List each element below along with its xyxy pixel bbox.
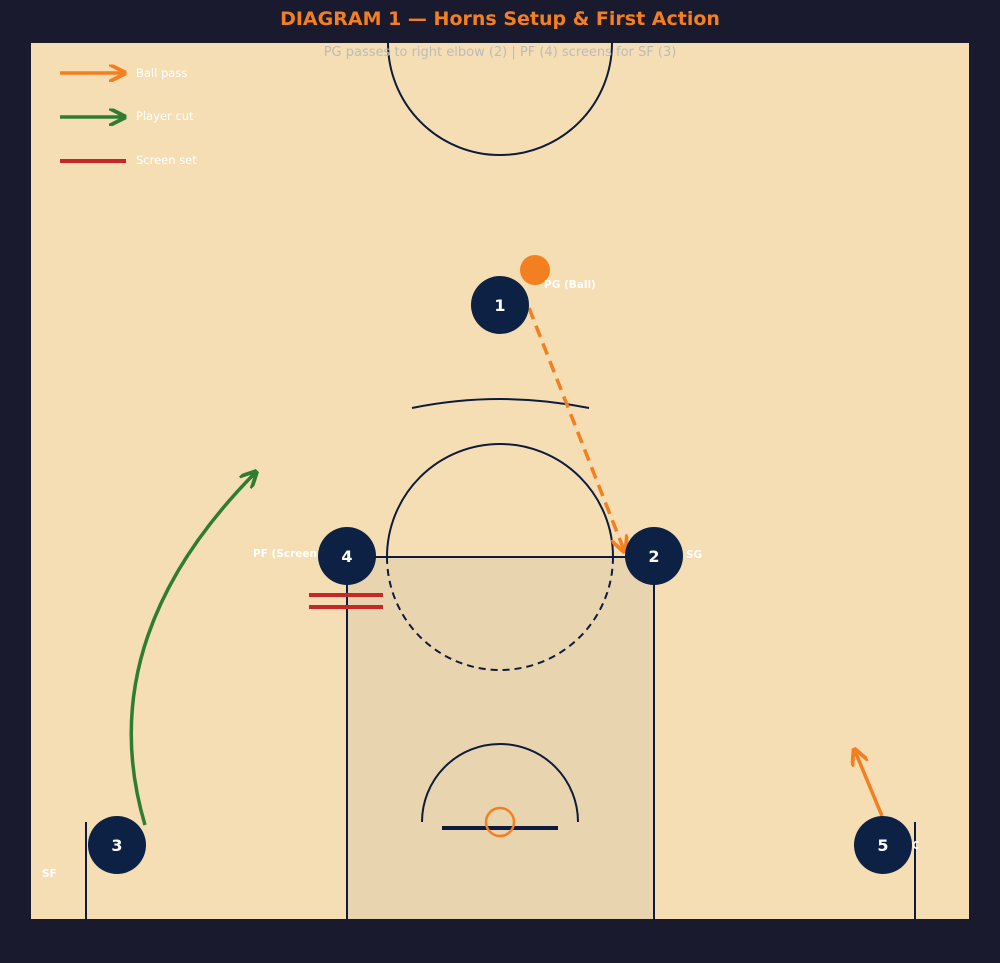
player-2-number: 2 — [648, 547, 659, 566]
paint-area — [347, 557, 654, 919]
player-5-token[interactable] — [854, 816, 912, 874]
player-3-label: SF — [42, 868, 57, 880]
player-1-token[interactable] — [471, 276, 529, 334]
legend-screen-label: Screen set — [136, 153, 197, 167]
legend-pass-label: Ball pass — [136, 66, 187, 80]
diagram-subtitle: PG passes to right elbow (2) | PF (4) sc… — [324, 45, 677, 60]
player-5-label: C — [912, 840, 920, 852]
ball — [520, 255, 550, 285]
player-3-token[interactable] — [88, 816, 146, 874]
hoop — [484, 806, 516, 838]
player-4-label: PF (Screen) — [253, 548, 322, 560]
free-throw-circle-bottom — [386, 556, 614, 671]
player-5[interactable]: C 5 — [854, 816, 920, 874]
player-5-number: 5 — [877, 836, 888, 855]
pass-arrow-1-to-2 — [527, 307, 624, 550]
restricted-area-arc — [421, 743, 579, 823]
player-4[interactable]: PF (Screen) 4 — [253, 527, 376, 585]
center-circle — [387, 42, 613, 156]
free-throw-circle-top — [386, 443, 614, 558]
player-2-token[interactable] — [625, 527, 683, 585]
player-1-number: 1 — [494, 296, 505, 315]
screen-marker-4 — [309, 593, 383, 609]
cut-arrow-3 — [129, 473, 255, 826]
player-1-label: PG (Ball) — [544, 279, 596, 291]
player-4-number: 4 — [341, 547, 352, 566]
player-3[interactable]: 3 SF — [42, 816, 146, 880]
player-2-label: SG — [686, 549, 702, 561]
player-2[interactable]: 2 SG — [625, 527, 702, 585]
diagram-title: DIAGRAM 1 — Horns Setup & First Action — [280, 8, 720, 30]
player-4-token[interactable] — [318, 527, 376, 585]
player-3-number: 3 — [111, 836, 122, 855]
movement-arrow-5 — [855, 751, 884, 817]
legend-cut-label: Player cut — [136, 109, 194, 123]
player-1[interactable]: 1 PG (Ball) — [471, 276, 596, 334]
legend: Ball pass Player cut Screen set — [60, 66, 197, 167]
